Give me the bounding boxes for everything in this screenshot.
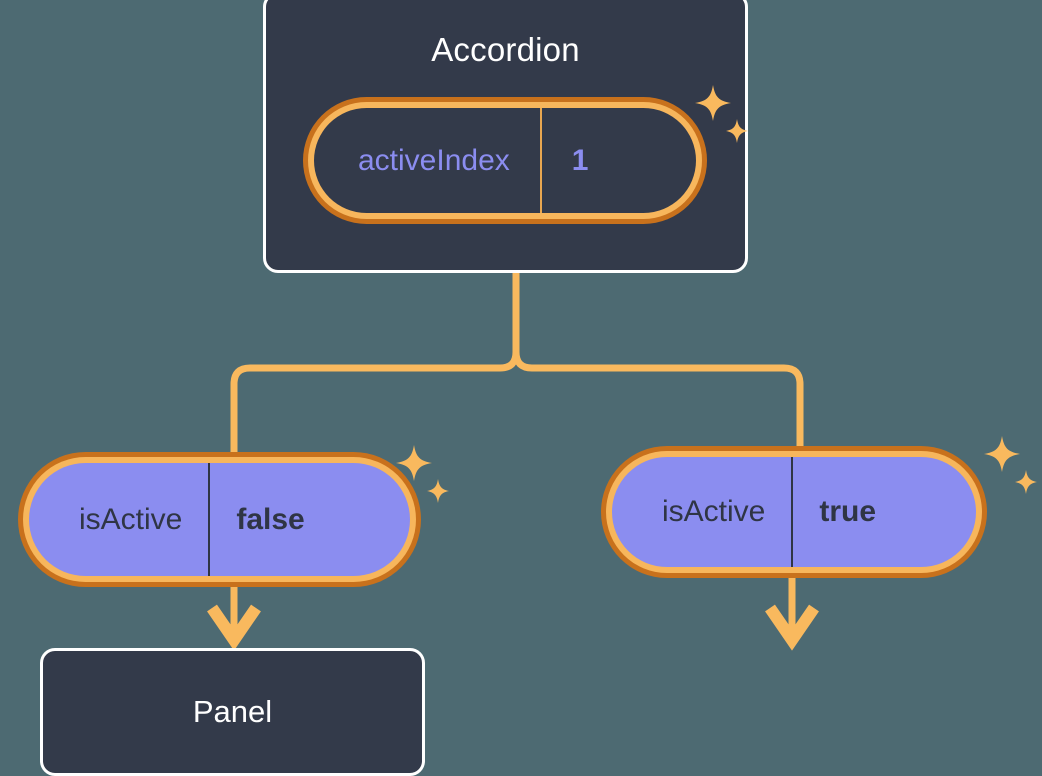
pill-inner-ring: activeIndex 1 [308,102,702,219]
pill-body: isActive false [29,463,410,576]
arrow-down-left [207,585,261,651]
sparkles-icon [984,436,1037,494]
state-key-label: isActive [29,463,211,576]
node-card-panel-left[interactable]: Panel [40,648,425,776]
arrow-down-right [765,576,819,651]
state-key-label: activeIndex [314,108,542,213]
pill-inner-ring: isActive false [23,457,416,582]
pill-outer-ring: activeIndex 1 [303,97,707,224]
panel-title: Panel [192,694,273,729]
pill-outer-ring: isActive true [601,446,987,578]
state-key-label: isActive [612,457,794,567]
page-title: Accordion [431,31,580,68]
state-value-label: true [819,495,877,528]
state-value-label: 1 [571,143,589,177]
state-pill-is-active-right[interactable]: isActive true [601,446,987,578]
connector-branch-left [230,351,520,452]
connector-trunk [512,272,804,446]
pill-body: activeIndex 1 [314,108,696,213]
pill-outer-ring: isActive false [18,452,421,587]
state-value-label: false [236,502,305,536]
state-pill-active-index[interactable]: activeIndex 1 [303,97,707,224]
pill-body: isActive true [612,457,976,567]
state-pill-is-active-left[interactable]: isActive false [18,452,421,587]
pill-inner-ring: isActive true [606,451,982,573]
